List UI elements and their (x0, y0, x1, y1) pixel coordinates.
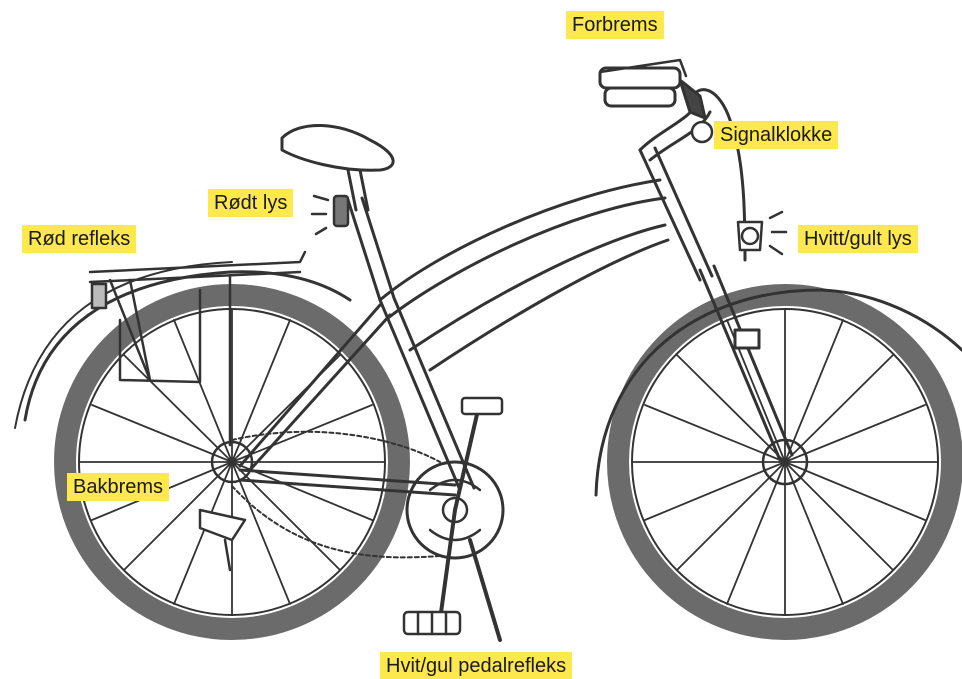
rear-derailleur (200, 510, 245, 570)
handlebar (600, 68, 745, 260)
front-wheel (618, 295, 952, 629)
bicycle-frame (240, 180, 668, 495)
rear-reflector (92, 284, 106, 308)
label-bell: Signalklokke (714, 121, 838, 149)
label-rear-light: Rødt lys (208, 189, 293, 217)
label-rear-reflector: Rød refleks (22, 225, 136, 253)
rear-wheel (65, 295, 399, 629)
kickstand (470, 540, 500, 640)
rear-light (312, 196, 348, 234)
label-front-light: Hvitt/gult lys (798, 225, 918, 253)
label-rear-brake: Bakbrems (67, 473, 169, 501)
label-front-brake: Forbrems (566, 11, 664, 39)
bell-icon (692, 122, 712, 142)
label-pedal-reflector: Hvit/gul pedalrefleks (380, 652, 572, 679)
